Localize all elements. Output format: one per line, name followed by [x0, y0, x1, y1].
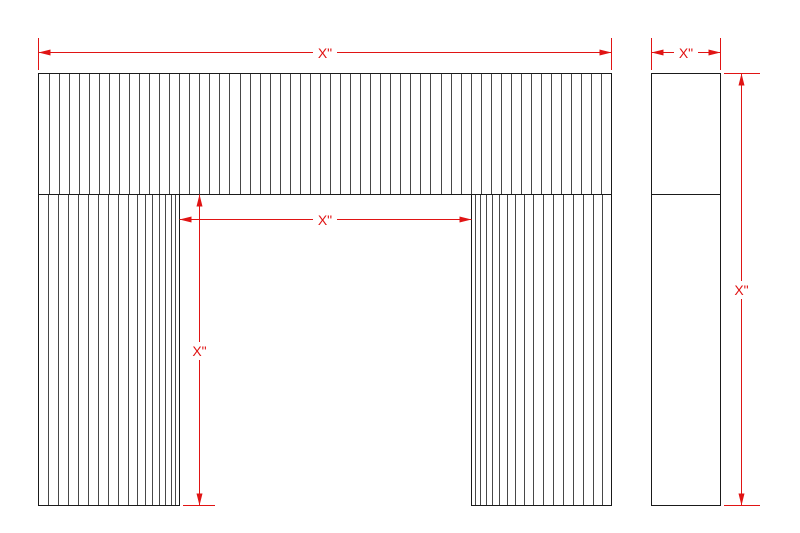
overall-width-label: X" [318, 45, 332, 61]
side-depth-label: X" [679, 45, 693, 61]
side-outline [651, 73, 721, 506]
opening-width-label: X" [318, 212, 332, 228]
side-elevation [651, 73, 721, 506]
arrow-bottom [196, 493, 203, 506]
arrow-top [196, 194, 203, 207]
right-leg-outline [471, 194, 612, 506]
opening-height-label: X" [192, 343, 206, 359]
dimension-overall-width: X" [38, 38, 612, 70]
mantel-slats [49, 73, 602, 195]
side-height-label: X" [734, 282, 748, 298]
arrow-left [179, 216, 192, 223]
front-elevation [38, 73, 612, 506]
dimension-side-depth: X" [651, 38, 721, 70]
left-leg-outline [38, 194, 180, 506]
arrow-left [38, 49, 51, 56]
left-leg-slats [48, 194, 176, 506]
arrow-left [651, 49, 664, 56]
right-leg-slats [475, 194, 603, 506]
dimension-opening-width: X" [179, 211, 472, 228]
arrow-bottom [738, 493, 745, 506]
arrow-right [459, 216, 472, 223]
dimension-opening-height: X" [183, 194, 215, 506]
arrow-right [708, 49, 721, 56]
mantel-outline [38, 73, 612, 195]
dimension-side-height: X" [724, 73, 760, 506]
arrow-top [738, 73, 745, 86]
arrow-right [599, 49, 612, 56]
